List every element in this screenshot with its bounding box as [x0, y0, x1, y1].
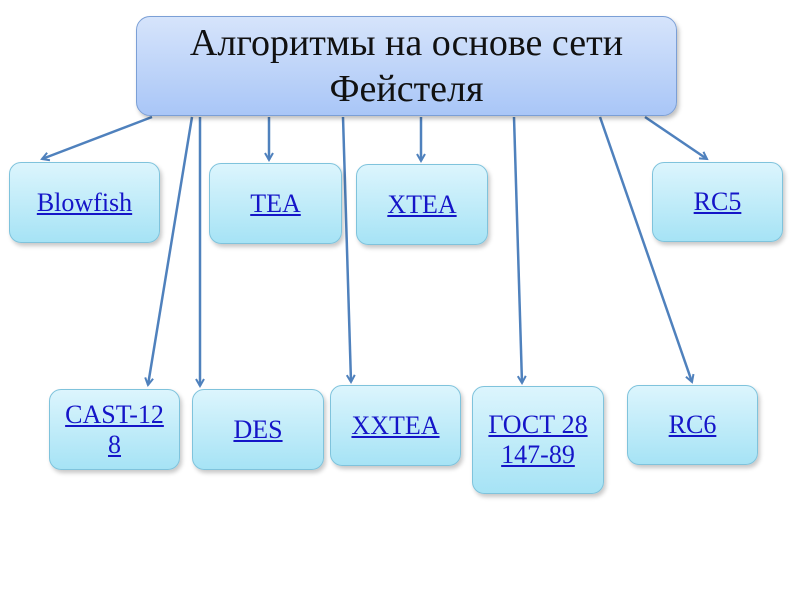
link-des[interactable]: DES — [233, 414, 283, 444]
node-gost: ГОСТ 28147-89 — [472, 386, 604, 494]
node-cast128: CAST-128 — [49, 389, 180, 470]
node-xtea: XTEA — [356, 164, 488, 245]
link-xxtea[interactable]: XXTEA — [351, 410, 440, 440]
root-node-title: Алгоритмы на основе сети Фейстеля — [136, 16, 677, 116]
arrow-cast128 — [148, 116, 194, 385]
arrow-gost — [512, 116, 522, 383]
title-text: Алгоритмы на основе сети Фейстеля — [189, 22, 624, 110]
node-xxtea: XXTEA — [330, 385, 461, 466]
node-des: DES — [192, 389, 324, 470]
link-blowfish[interactable]: Blowfish — [36, 187, 133, 217]
link-cast128[interactable]: CAST-128 — [65, 399, 164, 459]
link-gost[interactable]: ГОСТ 28147-89 — [488, 410, 588, 469]
link-xtea[interactable]: XTEA — [387, 189, 457, 219]
arrow-rc6 — [598, 116, 692, 382]
arrow-rc5 — [644, 115, 707, 159]
link-rc6[interactable]: RC6 — [668, 410, 717, 439]
node-tea: TEA — [209, 163, 342, 244]
node-blowfish: Blowfish — [9, 162, 160, 243]
link-rc5[interactable]: RC5 — [693, 187, 742, 216]
arrow-xxtea — [341, 116, 351, 382]
arrow-blowfish — [42, 115, 153, 159]
link-tea[interactable]: TEA — [250, 188, 301, 218]
node-rc5: RC5 — [652, 162, 783, 242]
node-rc6: RC6 — [627, 385, 758, 465]
